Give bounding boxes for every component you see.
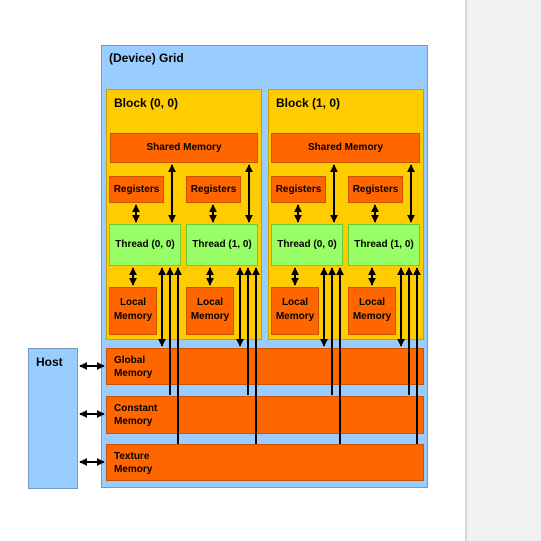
block-title: Block (0, 0) [114,96,179,110]
host-box: Host [28,348,78,489]
shared-memory-label: Shared Memory [146,142,222,153]
shared-memory-block-0: Shared Memory [110,133,258,163]
thread-b1-t0: Thread (0, 0) [271,224,343,266]
block-title: Block (1, 0) [276,96,341,110]
registers-label: Registers [352,184,399,195]
right-sidebar-panel [465,0,541,541]
local-memory-b0-t1: Local Memory [186,287,234,335]
registers-label: Registers [275,184,322,195]
shared-memory-block-1: Shared Memory [271,133,420,163]
registers-b1-t1: Registers [348,176,403,203]
texture-memory-label: Texture Memory [114,451,153,475]
shared-memory-label: Shared Memory [307,142,384,153]
local-memory-b0-t0: Local Memory [109,287,157,335]
local-memory-label: Local Memory [113,297,153,322]
thread-b1-t1: Thread (1, 0) [348,224,420,266]
local-memory-label: Local Memory [352,297,392,322]
registers-b1-t0: Registers [271,176,326,203]
registers-b0-t0: Registers [109,176,164,203]
grid-title: (Device) Grid [109,51,184,65]
thread-label: Thread (1, 0) [192,239,252,250]
local-memory-b1-t0: Local Memory [271,287,319,335]
global-memory-label: Global Memory [114,355,153,379]
local-memory-label: Local Memory [275,297,315,322]
constant-memory: Constant Memory [106,396,424,434]
constant-memory-label: Constant Memory [114,403,158,427]
host-title: Host [36,355,63,369]
local-memory-b1-t1: Local Memory [348,287,396,335]
registers-label: Registers [190,184,237,195]
thread-label: Thread (0, 0) [277,239,337,250]
thread-b0-t1: Thread (1, 0) [186,224,258,266]
thread-label: Thread (0, 0) [115,239,175,250]
thread-b0-t0: Thread (0, 0) [109,224,181,266]
registers-label: Registers [113,184,160,195]
texture-memory: Texture Memory [106,444,424,481]
global-memory: Global Memory [106,348,424,385]
thread-label: Thread (1, 0) [354,239,414,250]
registers-b0-t1: Registers [186,176,241,203]
local-memory-label: Local Memory [190,297,230,322]
